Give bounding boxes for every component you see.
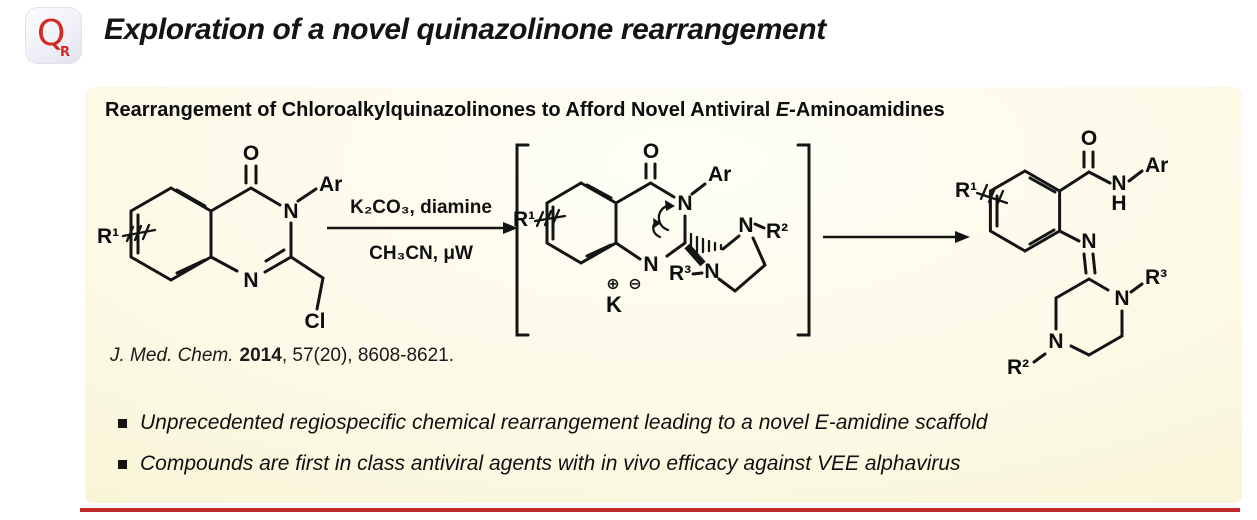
intermediate-n3-label: N [677, 192, 692, 215]
product-structure: R¹ O N H Ar N N R³ N R² [955, 127, 1168, 379]
panel-heading-post: -Aminoamidines [789, 99, 945, 121]
intermediate-r3-label: R³ [669, 262, 691, 285]
product-nr3-label: N [1114, 287, 1129, 310]
reactant-cl-label: Cl [305, 310, 326, 333]
reaction-conditions: K₂CO₃, diamine CH₃CN, μW [323, 197, 519, 265]
bullet-text: Compounds are first in class antiviral a… [140, 452, 961, 475]
bullet-square-icon [118, 460, 127, 469]
curved-arrow-head-2 [653, 218, 661, 228]
page-title: Exploration of a novel quinazolinone rea… [104, 13, 826, 46]
curved-arrow-head [665, 200, 675, 211]
product-amide-n-label: N [1111, 172, 1126, 195]
logo-q-icon: Q R [37, 13, 70, 60]
intermediate-r1-label: R¹ [513, 208, 535, 231]
potassium-label: K [606, 292, 622, 317]
reactant-n3-label: N [283, 200, 298, 223]
list-item: Compounds are first in class antiviral a… [118, 452, 987, 476]
bullet-text: Unprecedented regiospecific chemical rea… [140, 411, 988, 434]
intermediate-r1-hash-bond [533, 208, 567, 228]
intermediate-ar-label: Ar [708, 163, 731, 186]
product-amide-h-label: H [1111, 192, 1126, 215]
product-r1-label: R¹ [955, 179, 977, 202]
reactant-o-label: O [243, 142, 259, 165]
panel-heading-pre: Rearrangement of Chloroalkylquinazolinon… [105, 99, 776, 121]
bottom-accent-rule [80, 508, 1240, 512]
intermediate-nbottom-label: N [704, 260, 719, 283]
content-panel: Rearrangement of Chloroalkylquinazolinon… [85, 87, 1242, 503]
product-r3-label: R³ [1145, 266, 1167, 289]
intermediate-r2-label: R² [766, 220, 788, 243]
intermediate-structure: R¹ O N Ar N ⊕ ⊖ K N R² N R³ [513, 140, 811, 337]
minus-charge-icon: ⊖ [628, 276, 641, 293]
plus-charge-icon: ⊕ [606, 276, 619, 293]
brackets [515, 143, 811, 337]
hashed-wedge-bond [689, 232, 723, 256]
key-points-list: Unprecedented regiospecific chemical rea… [118, 411, 987, 493]
panel-heading-em: E [775, 99, 790, 121]
product-arrow-icon [823, 231, 970, 243]
intermediate-ntop-label: N [738, 214, 753, 237]
bold-wedge-bond [684, 243, 706, 267]
product-ar-label: Ar [1145, 154, 1168, 177]
reactant-n1-label: N [243, 269, 258, 292]
product-o-label: O [1081, 127, 1097, 150]
bullet-square-icon [118, 419, 127, 428]
intermediate-o-label: O [643, 140, 659, 163]
product-r2-label: R² [1007, 356, 1029, 379]
intermediate-n1-label: N [643, 253, 658, 276]
app-logo: Q R [25, 7, 82, 64]
product-imine-n-label: N [1081, 230, 1096, 253]
logo-letter: Q [37, 13, 65, 54]
reactant-r1-hash-bond [121, 223, 157, 243]
product-double-bonds [995, 150, 1097, 275]
product-nr2-label: N [1048, 330, 1063, 353]
product-r1-hash-bond [975, 183, 1009, 207]
citation-pages: , 57(20), 8608-8621. [281, 345, 455, 366]
list-item: Unprecedented regiospecific chemical rea… [118, 411, 987, 435]
conditions-below-arrow: CH₃CN, μW [369, 243, 473, 264]
reactant-ar-label: Ar [319, 173, 342, 196]
reactant-structure: R¹ O N Ar N Cl [97, 142, 342, 333]
reactant-r1-label: R¹ [97, 225, 119, 248]
citation-journal: J. Med. Chem. [110, 345, 234, 366]
conditions-above-arrow: K₂CO₃, diamine [350, 197, 492, 218]
panel-heading: Rearrangement of Chloroalkylquinazolinon… [105, 99, 945, 122]
logo-subscript: R [60, 45, 70, 60]
intermediate-double-bonds [551, 162, 657, 258]
product-bonds [988, 169, 1144, 364]
reaction-arrow-icon [327, 222, 518, 234]
citation: J. Med. Chem.2014, 57(20), 8608-8621. [110, 345, 454, 367]
citation-year: 2014 [239, 345, 282, 366]
